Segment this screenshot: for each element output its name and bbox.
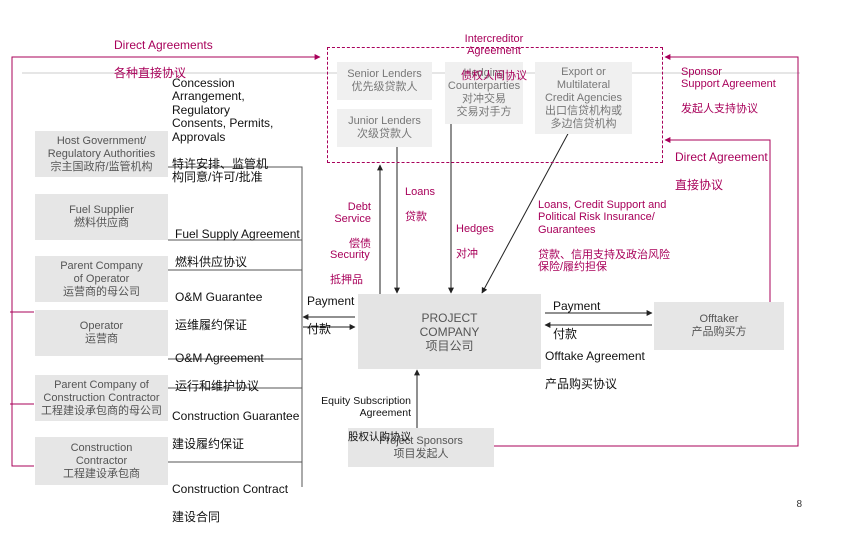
security-label: Security 抵押品 [330, 236, 370, 299]
debt-service-en: Debt Service [334, 200, 371, 226]
sponsor-support-label: Sponsor Support Agreement 发起人支持协议 [681, 53, 776, 128]
credit-agencies-box[interactable]: Export or Multilateral Credit Agencies 出… [535, 62, 632, 134]
eca-label-zh: 出口信贷机构或 多边信贷机构 [545, 104, 622, 130]
project-sponsors-label: Project Sponsors [379, 434, 463, 447]
sponsor-support-zh: 发起人支持协议 [681, 103, 758, 115]
parent-operator-label: Parent Company of Operator [60, 259, 143, 285]
hedges-label: Hedges 对冲 [456, 210, 494, 273]
intercreditor-en: Intercreditor Agreement [464, 32, 524, 58]
direct-agreements-label: Direct Agreements 各种直接协议 [114, 24, 213, 94]
intercreditor-zh: 债权人间协议 [461, 70, 527, 82]
project-company-label-zh: 项目公司 [425, 338, 474, 353]
parent-construction-label-zh: 工程建设承包商的母公司 [41, 404, 162, 417]
fuel-supplier-box[interactable]: Fuel Supplier 燃料供应商 [35, 194, 168, 240]
om-guarantee-en: O&M Guarantee [175, 290, 263, 304]
eca-label: Export or Multilateral Credit Agencies [544, 65, 623, 104]
loans-credit-zh: 贷款、信用支持及政治风险 保险/履约担保 [538, 248, 670, 274]
construction-contractor-label-zh: 工程建设承包商 [63, 467, 140, 480]
connector-lines [10, 54, 800, 487]
hedges-zh: 对冲 [456, 247, 478, 260]
hedging-counterparties-box[interactable]: Hedging Counterparties 对冲交易 交易对手方 [445, 62, 523, 124]
senior-lenders-box[interactable]: Senior Lenders 优先级贷款人 [337, 62, 432, 100]
loans-zh: 贷款 [405, 210, 427, 223]
payment-right-zh: 付款 [553, 327, 578, 341]
security-zh: 抵押品 [330, 273, 363, 286]
debt-service-label: Debt Service 偿债 [333, 188, 371, 263]
hedging-label-zh: 对冲交易 交易对手方 [456, 93, 512, 118]
host-government-box[interactable]: Host Government/ Regulatory Authorities … [35, 131, 168, 177]
payment-right-en: Payment [553, 299, 601, 313]
construction-contract-zh: 建设合同 [172, 510, 221, 524]
fuel-supply-zh: 燃料供应协议 [175, 255, 248, 269]
operator-box[interactable]: Operator 运营商 [35, 310, 168, 356]
loans-credit-en: Loans, Credit Support and Political Risk… [538, 198, 667, 236]
operator-label: Operator [79, 320, 124, 332]
parent-construction-box[interactable]: Parent Company of Construction Contracto… [35, 375, 168, 421]
operator-label-zh: 运营商 [85, 333, 118, 345]
parent-operator-label-zh: 运营商的母公司 [63, 285, 140, 298]
project-sponsors-box[interactable]: Project Sponsors 项目发起人 [348, 428, 494, 467]
loans-label: Loans 贷款 [405, 173, 435, 236]
offtake-agreement-en: Offtake Agreement [545, 349, 645, 363]
concession-label: Concession Arrangement, Regulatory Conse… [172, 63, 273, 198]
construction-guarantee-en: Construction Guarantee [172, 409, 300, 423]
construction-guarantee-label: Construction Guarantee 建设履约保证 [172, 395, 299, 465]
intercreditor-dashed-frame [327, 47, 663, 163]
project-company-label: PROJECT COMPANY [419, 310, 480, 339]
construction-contractor-box[interactable]: Construction Contractor 工程建设承包商 [35, 437, 168, 485]
direct-agreements-en: Direct Agreements [114, 38, 213, 52]
payment-left-en: Payment [307, 294, 355, 308]
project-sponsors-label-zh: 项目发起人 [393, 447, 449, 460]
loans-credit-support-label: Loans, Credit Support and Political Risk… [538, 186, 670, 286]
equity-subscription-zh: 股权认购协议 [348, 431, 411, 443]
construction-contract-label: Construction Contract 建设合同 [172, 468, 288, 538]
senior-lenders-label: Senior Lenders [347, 68, 422, 80]
offtaker-label-zh: 产品购买方 [691, 326, 747, 338]
offtake-agreement-label: Offtake Agreement 产品购买协议 [545, 335, 645, 405]
debt-service-zh: 偿债 [349, 238, 371, 250]
host-government-label-zh: 宗主国政府/监管机构 [50, 160, 153, 173]
junior-lenders-box[interactable]: Junior Lenders 次级贷款人 [337, 109, 432, 147]
fuel-supplier-label-zh: 燃料供应商 [74, 217, 129, 229]
direct-agreement-en: Direct Agreement [675, 150, 768, 164]
parent-construction-label: Parent Company of Construction Contracto… [43, 378, 160, 404]
intercreditor-agreement-label: Intercreditor Agreement 债权人间协议 [438, 20, 550, 95]
junior-lenders-label: Junior Lenders [348, 115, 421, 127]
payment-left-label: Payment 付款 [307, 280, 354, 350]
om-agreement-label: O&M Agreement 运行和维护协议 [175, 337, 264, 407]
hedges-en: Hedges [456, 222, 494, 235]
om-agreement-zh: 运行和维护协议 [175, 379, 260, 393]
equity-subscription-label: Equity Subscription Agreement 股权认购协议 [318, 383, 411, 455]
om-agreement-en: O&M Agreement [175, 351, 264, 365]
direct-agreement-zh: 直接协议 [675, 178, 724, 192]
direct-agreements-zh: 各种直接协议 [114, 66, 187, 80]
project-company-box[interactable]: PROJECT COMPANY 项目公司 [358, 294, 541, 369]
fuel-supplier-label: Fuel Supplier [69, 204, 134, 216]
om-guarantee-label: O&M Guarantee 运维履约保证 [175, 276, 262, 346]
equity-subscription-en: Equity Subscription Agreement [321, 395, 411, 419]
concession-en: Concession Arrangement, Regulatory Conse… [172, 75, 274, 144]
hedging-label: Hedging Counterparties [447, 67, 521, 92]
fuel-supply-agreement-label: Fuel Supply Agreement 燃料供应协议 [175, 213, 300, 283]
payment-right-label: Payment 付款 [553, 285, 600, 355]
parent-operator-box[interactable]: Parent Company of Operator 运营商的母公司 [35, 256, 168, 302]
host-government-label: Host Government/ Regulatory Authorities [47, 134, 156, 160]
fuel-supply-en: Fuel Supply Agreement [175, 227, 300, 241]
offtaker-label: Offtaker [699, 313, 739, 325]
concession-zh: 特许安排、监管机 构同意/许可/批准 [172, 156, 269, 184]
payment-left-zh: 付款 [307, 322, 332, 336]
sponsor-support-en: Sponsor Support Agreement [681, 65, 776, 91]
offtaker-box[interactable]: Offtaker 产品购买方 [654, 302, 784, 350]
page-number: 8 [796, 499, 802, 510]
loans-en: Loans [405, 185, 435, 198]
construction-guarantee-zh: 建设履约保证 [172, 437, 245, 451]
security-en: Security [330, 248, 370, 261]
construction-contractor-label: Construction Contractor [70, 441, 133, 467]
senior-lenders-label-zh: 优先级贷款人 [351, 81, 418, 93]
direct-agreement-label: Direct Agreement 直接协议 [675, 136, 768, 206]
offtake-agreement-zh: 产品购买协议 [545, 377, 618, 391]
construction-contract-en: Construction Contract [172, 482, 289, 496]
junior-lenders-label-zh: 次级贷款人 [357, 128, 412, 140]
om-guarantee-zh: 运维履约保证 [175, 318, 248, 332]
